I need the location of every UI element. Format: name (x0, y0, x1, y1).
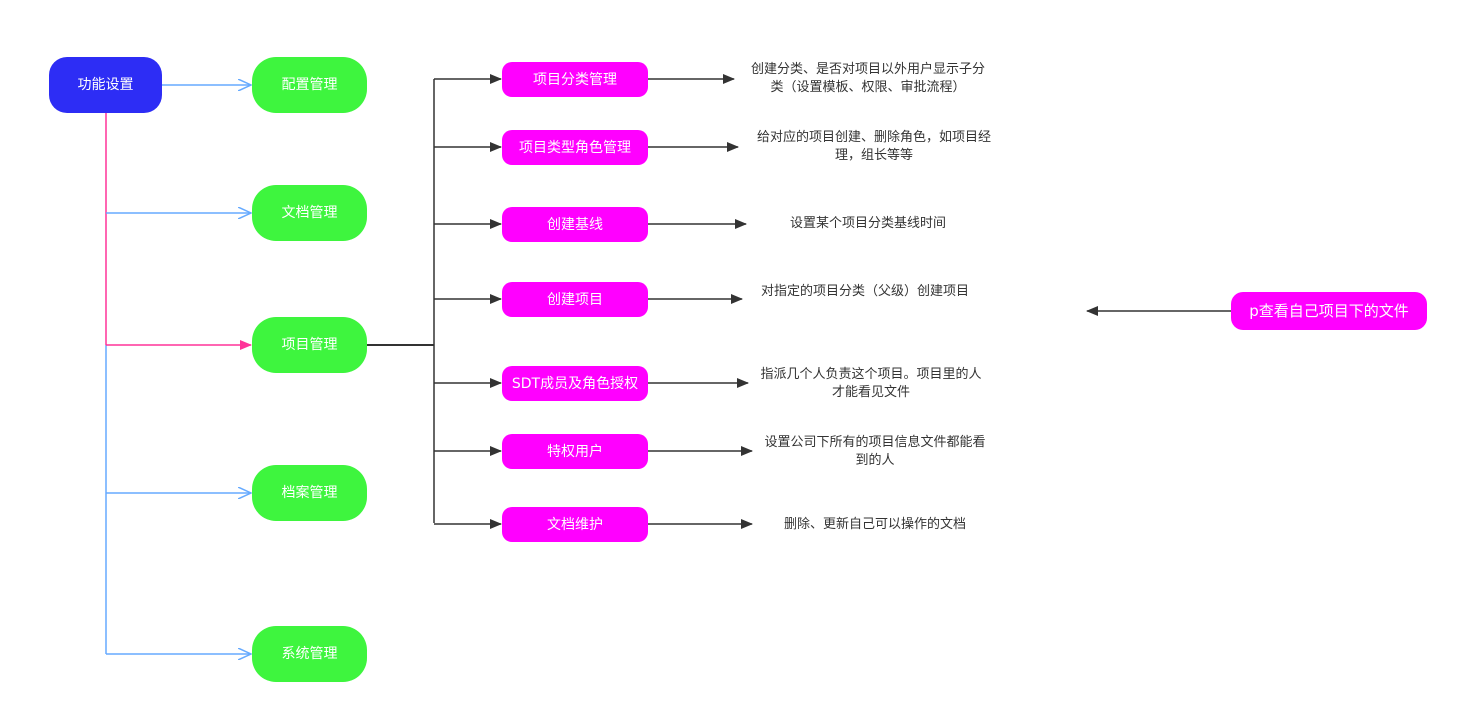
category-node-label: 配置管理 (281, 77, 338, 93)
item-node-create-project[interactable]: 创建项目 (502, 282, 648, 317)
category-node-config-management[interactable]: 配置管理 (252, 57, 367, 113)
item-note: 给对应的项目创建、删除角色，如项目经理，组长等等 (756, 130, 991, 163)
item-note: 对指定的项目分类（父级）创建项目 (760, 284, 969, 299)
item-node-project-type-role-management[interactable]: 项目类型角色管理 (502, 130, 648, 165)
item-note: 设置某个项目分类基线时间 (789, 216, 946, 231)
root-node-label: 功能设置 (77, 77, 134, 93)
item-node-label: 文档维护 (547, 516, 603, 533)
item-note: 删除、更新自己可以操作的文档 (783, 517, 966, 532)
item-node-label: 特权用户 (547, 443, 603, 460)
category-node-label: 项目管理 (281, 337, 338, 353)
item-node-label: SDT成员及角色授权 (511, 375, 639, 392)
category-node-archive-management[interactable]: 档案管理 (252, 465, 367, 521)
item-node-label: 项目分类管理 (533, 71, 617, 88)
category-node-label: 文档管理 (281, 205, 338, 221)
category-node-label: 系统管理 (281, 646, 338, 662)
category-node-project-management[interactable]: 项目管理 (252, 317, 367, 373)
root-node-function-settings[interactable]: 功能设置 (49, 57, 162, 113)
item-node-project-category-management[interactable]: 项目分类管理 (502, 62, 648, 97)
item-node-label: 创建基线 (547, 216, 603, 233)
category-node-label: 档案管理 (281, 485, 338, 501)
side-node-view-own-project-files[interactable]: p查看自己项目下的文件 (1231, 292, 1427, 330)
category-node-document-management[interactable]: 文档管理 (252, 185, 367, 241)
category-node-system-management[interactable]: 系统管理 (252, 626, 367, 682)
item-node-privileged-user[interactable]: 特权用户 (502, 434, 648, 469)
item-node-label: 项目类型角色管理 (519, 139, 631, 156)
item-node-label: 创建项目 (547, 291, 603, 308)
side-node-label: p查看自己项目下的文件 (1249, 302, 1409, 320)
item-note: 设置公司下所有的项目信息文件都能看到的人 (764, 435, 986, 468)
item-note: 指派几个人负责这个项目。项目里的人才能看见文件 (760, 367, 982, 400)
item-node-sdt-member-role-authorization[interactable]: SDT成员及角色授权 (502, 366, 648, 401)
item-note: 创建分类、是否对项目以外用户显示子分类（设置模板、权限、审批流程） (750, 62, 985, 95)
item-node-document-maintenance[interactable]: 文档维护 (502, 507, 648, 542)
item-node-create-baseline[interactable]: 创建基线 (502, 207, 648, 242)
